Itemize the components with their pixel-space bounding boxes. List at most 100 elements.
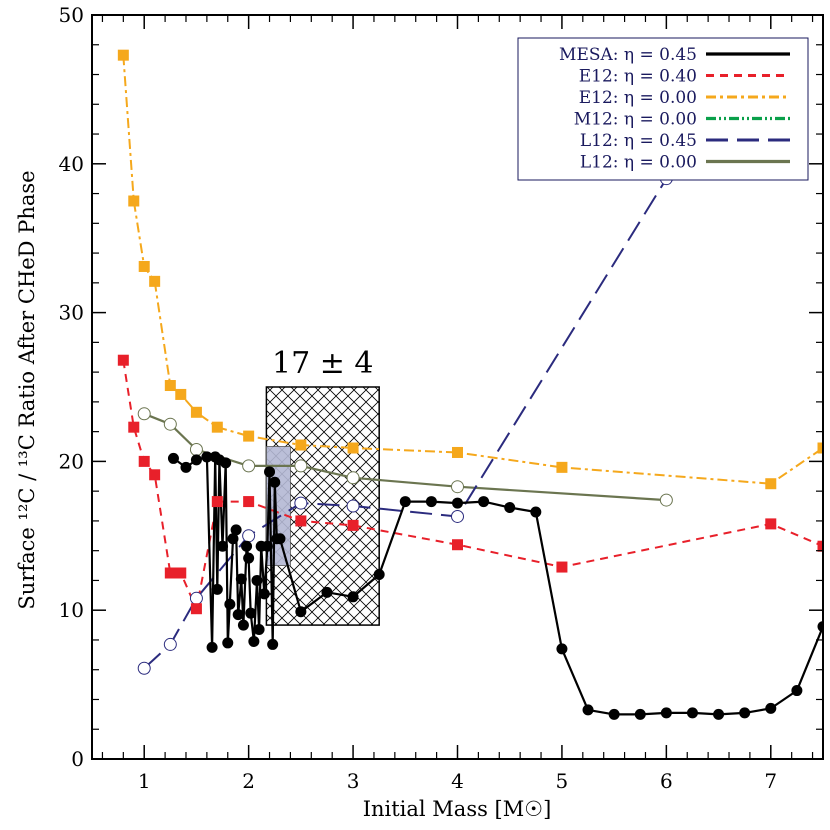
data-point-mesa bbox=[167, 452, 179, 464]
data-point-mesa bbox=[425, 496, 437, 508]
data-point-e12_000 bbox=[452, 446, 463, 458]
data-point-mesa bbox=[245, 607, 257, 619]
data-point-mesa bbox=[241, 540, 253, 552]
x-tick-label: 5 bbox=[556, 769, 569, 793]
data-point-mesa bbox=[660, 707, 672, 719]
data-point-e12_040 bbox=[452, 539, 463, 551]
ticks-layer bbox=[92, 14, 823, 760]
legend-label-m12_000: M12: η = 0.00 bbox=[574, 110, 697, 130]
data-point-e12_040 bbox=[138, 455, 150, 467]
data-point-mesa bbox=[251, 574, 263, 586]
data-point-mesa bbox=[267, 638, 279, 650]
x-tick-label: 1 bbox=[138, 769, 151, 793]
data-point-l12_045 bbox=[294, 496, 308, 510]
data-point-mesa bbox=[201, 451, 213, 463]
data-point-e12_040 bbox=[149, 469, 161, 481]
data-point-mesa bbox=[817, 621, 823, 633]
data-point-e12_040 bbox=[347, 519, 359, 531]
data-point-e12_000 bbox=[817, 442, 823, 454]
data-point-mesa bbox=[237, 619, 249, 631]
data-point-e12_000 bbox=[138, 260, 150, 272]
y-tick-label: 10 bbox=[59, 598, 84, 622]
data-point-mesa bbox=[321, 586, 333, 598]
data-point-e12_040 bbox=[817, 540, 823, 552]
data-point-l12_000 bbox=[451, 480, 464, 494]
data-point-l12_000 bbox=[189, 442, 203, 456]
y-tick-label: 50 bbox=[59, 3, 84, 27]
legend-label-l12_045: L12: η = 0.45 bbox=[580, 131, 697, 151]
data-point-l12_045 bbox=[137, 661, 151, 675]
data-point-l12_045 bbox=[451, 509, 464, 523]
data-point-l12_000 bbox=[163, 417, 177, 431]
x-tick-label: 3 bbox=[347, 769, 360, 793]
data-point-l12_000 bbox=[294, 459, 308, 473]
data-point-mesa bbox=[232, 609, 244, 621]
data-point-e12_000 bbox=[128, 195, 140, 207]
data-point-e12_000 bbox=[765, 478, 777, 490]
data-point-mesa bbox=[258, 588, 270, 600]
marker-layer bbox=[117, 49, 823, 720]
legend-label-l12_000: L12: η = 0.00 bbox=[580, 153, 697, 173]
data-point-l12_000 bbox=[346, 471, 360, 485]
data-point-e12_040 bbox=[190, 603, 202, 615]
data-point-mesa bbox=[269, 476, 281, 488]
x-tick-label: 4 bbox=[451, 769, 464, 793]
y-tick-label: 0 bbox=[71, 747, 84, 771]
x-tick-label: 6 bbox=[660, 769, 673, 793]
data-point-mesa bbox=[765, 702, 777, 714]
data-point-mesa bbox=[230, 524, 242, 536]
data-point-l12_045 bbox=[242, 529, 256, 543]
data-point-mesa bbox=[791, 685, 803, 697]
data-point-e12_000 bbox=[211, 421, 223, 433]
data-point-l12_045 bbox=[189, 591, 203, 605]
annotation-label: 17 ± 4 bbox=[272, 346, 373, 381]
data-point-mesa bbox=[227, 533, 239, 545]
data-point-mesa bbox=[295, 606, 307, 618]
x-tick-label: 7 bbox=[764, 769, 777, 793]
data-point-e12_000 bbox=[556, 461, 568, 473]
y-tick-label: 20 bbox=[59, 449, 84, 473]
data-point-l12_000 bbox=[659, 493, 673, 507]
data-point-e12_000 bbox=[175, 388, 187, 400]
data-point-e12_040 bbox=[175, 567, 187, 579]
data-point-mesa bbox=[235, 573, 247, 585]
legend-label-e12_040: E12: η = 0.40 bbox=[579, 67, 697, 87]
data-point-e12_000 bbox=[243, 430, 255, 442]
series-line-e12_040 bbox=[122, 360, 823, 610]
data-point-e12_040 bbox=[117, 354, 129, 366]
y-axis-title: Surface ¹²C / ¹³C Ratio After CHeD Phase bbox=[15, 170, 39, 609]
data-point-e12_000 bbox=[347, 442, 359, 454]
data-point-mesa bbox=[582, 704, 594, 716]
plot-area bbox=[117, 49, 823, 720]
legend-label-e12_000: E12: η = 0.00 bbox=[579, 88, 697, 108]
data-point-mesa bbox=[274, 533, 286, 545]
data-point-mesa bbox=[248, 635, 260, 647]
data-point-e12_000 bbox=[117, 49, 129, 61]
data-point-l12_045 bbox=[346, 499, 360, 513]
data-point-e12_040 bbox=[243, 496, 255, 508]
data-point-mesa bbox=[264, 466, 276, 478]
data-point-e12_000 bbox=[190, 406, 202, 418]
data-point-mesa bbox=[399, 496, 411, 508]
data-point-mesa bbox=[243, 552, 255, 564]
data-point-l12_000 bbox=[137, 407, 151, 421]
data-point-e12_000 bbox=[164, 380, 176, 392]
data-point-mesa bbox=[222, 637, 234, 649]
data-point-mesa bbox=[373, 568, 385, 580]
data-point-mesa bbox=[253, 624, 265, 636]
data-point-mesa bbox=[211, 583, 223, 595]
data-point-mesa bbox=[190, 454, 202, 466]
data-point-l12_000 bbox=[242, 459, 256, 473]
data-point-e12_040 bbox=[211, 496, 223, 508]
data-point-e12_040 bbox=[556, 561, 568, 573]
data-point-mesa bbox=[220, 457, 232, 469]
data-point-e12_000 bbox=[295, 439, 307, 451]
data-point-mesa bbox=[206, 641, 218, 653]
data-point-mesa bbox=[217, 540, 229, 552]
data-point-e12_040 bbox=[164, 567, 176, 579]
data-point-mesa bbox=[347, 591, 359, 603]
data-point-mesa bbox=[530, 506, 542, 518]
data-point-mesa bbox=[504, 502, 516, 514]
